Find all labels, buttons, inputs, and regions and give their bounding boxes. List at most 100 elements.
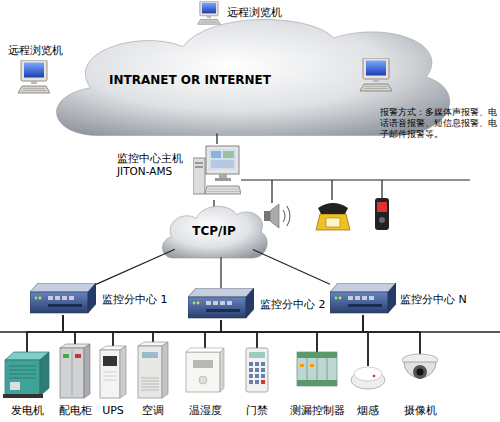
humidity-sensor-icon bbox=[193, 360, 213, 368]
device-node: 烟感 bbox=[351, 366, 385, 389]
device-node: 测漏控制器 bbox=[297, 352, 337, 386]
ups-icon bbox=[100, 350, 120, 398]
node-label: 监控分中心 2 bbox=[260, 298, 345, 311]
network-link bbox=[221, 320, 368, 366]
mobile-icon bbox=[379, 217, 385, 223]
network-link bbox=[75, 315, 363, 344]
ups-icon bbox=[120, 346, 126, 398]
network-link bbox=[205, 315, 363, 348]
network-link bbox=[317, 315, 363, 352]
network-link bbox=[205, 320, 221, 348]
subcenter-node: 监控分中心 2 bbox=[188, 288, 254, 320]
mobile-icon bbox=[375, 198, 389, 230]
telephone-icon bbox=[316, 214, 350, 230]
cabinet-icon bbox=[75, 354, 81, 358]
subcenter-icon bbox=[188, 288, 254, 318]
speaker-icon bbox=[287, 206, 290, 226]
generator-icon bbox=[40, 352, 49, 396]
keypad-icon bbox=[249, 352, 265, 358]
keypad-icon bbox=[249, 374, 253, 378]
subcenter-node: 监控分中心 N bbox=[330, 283, 396, 315]
node-label: 温湿度 bbox=[170, 404, 240, 417]
alarm-wire bbox=[331, 180, 332, 200]
generator-icon bbox=[5, 360, 40, 396]
node-label: 空调 bbox=[118, 404, 188, 417]
network-link bbox=[213, 200, 214, 207]
ups-icon bbox=[103, 356, 117, 366]
humidity-sensor-icon bbox=[186, 352, 220, 392]
humidity-sensor-icon bbox=[186, 348, 224, 392]
device-node: 发电机 bbox=[5, 352, 49, 398]
telephone-icon bbox=[316, 203, 350, 230]
keypad-icon bbox=[261, 362, 265, 366]
network-link bbox=[153, 320, 221, 342]
host-icon bbox=[193, 146, 241, 194]
node-label: 摄像机 bbox=[385, 404, 455, 417]
ups-icon bbox=[100, 346, 126, 350]
keypad-icon bbox=[261, 374, 265, 378]
node-label: 发电机 bbox=[0, 404, 62, 417]
node-label: 烟感 bbox=[333, 404, 403, 417]
keypad-icon bbox=[249, 362, 265, 384]
speaker-icon bbox=[264, 204, 290, 228]
device-node: UPS bbox=[100, 346, 126, 398]
cloud-label: TCP/IP bbox=[158, 225, 270, 238]
keypad-icon bbox=[249, 380, 253, 384]
humidity-sensor-icon bbox=[199, 376, 207, 384]
subcenter-icon bbox=[330, 283, 396, 313]
browser-node: 远程浏览机 bbox=[18, 60, 50, 94]
keypad-icon bbox=[249, 368, 253, 372]
leak-controller-icon bbox=[297, 352, 337, 386]
cabinet-icon bbox=[84, 344, 90, 398]
network-link bbox=[257, 315, 363, 348]
keypad-icon bbox=[261, 380, 265, 384]
leak-controller-icon bbox=[300, 364, 304, 367]
host-node: 监控中心主机 JITON-AMS bbox=[193, 144, 241, 200]
aircon-icon bbox=[138, 342, 168, 398]
generator-icon bbox=[9, 366, 36, 378]
network-link bbox=[216, 133, 217, 144]
smoke-detector-icon bbox=[351, 367, 385, 389]
keypad-icon bbox=[255, 368, 259, 372]
keypad-icon bbox=[255, 362, 259, 366]
aircon-icon bbox=[141, 378, 159, 390]
telephone-icon bbox=[318, 203, 348, 214]
node-label: UPS bbox=[78, 404, 148, 417]
alarm-wire bbox=[271, 180, 272, 203]
host-icon bbox=[193, 146, 241, 194]
humidity-sensor-icon bbox=[186, 348, 224, 352]
leak-controller-icon bbox=[297, 352, 337, 358]
generator-icon bbox=[10, 382, 20, 390]
generator-icon bbox=[5, 352, 49, 360]
camera-icon bbox=[402, 354, 438, 379]
ups-icon bbox=[103, 372, 117, 380]
network-link bbox=[113, 315, 363, 346]
node-label: 远程浏览机 bbox=[8, 44, 88, 57]
alarm-wire bbox=[381, 180, 382, 198]
keypad-icon bbox=[255, 380, 259, 384]
humidity-sensor-icon bbox=[220, 348, 224, 392]
alarm-wire bbox=[241, 179, 470, 180]
node-label: 测漏控制器 bbox=[282, 404, 352, 417]
network-link bbox=[253, 250, 330, 285]
network-link bbox=[27, 315, 363, 352]
cloud-label: INTRANET OR INTERNET bbox=[100, 74, 280, 87]
camera-icon bbox=[417, 369, 424, 376]
network-link bbox=[63, 315, 420, 354]
node-label: 配电柜 bbox=[40, 404, 110, 417]
cabinet-icon bbox=[72, 350, 73, 396]
node-label: 监控中心主机 JITON-AMS bbox=[117, 152, 189, 178]
network-cloud: INTRANET OR INTERNET bbox=[40, 12, 460, 142]
smoke-detector-icon bbox=[373, 375, 376, 378]
network-link bbox=[63, 315, 368, 366]
subcenter-node: 监控分中心 1 bbox=[30, 283, 96, 315]
browser-icon bbox=[18, 60, 50, 93]
mobile-icon bbox=[375, 198, 389, 230]
smoke-detector-icon bbox=[351, 371, 385, 389]
keypad-icon bbox=[246, 348, 268, 392]
network-link bbox=[220, 257, 221, 288]
speaker-icon bbox=[283, 210, 285, 222]
subcenter-icon bbox=[30, 283, 96, 313]
